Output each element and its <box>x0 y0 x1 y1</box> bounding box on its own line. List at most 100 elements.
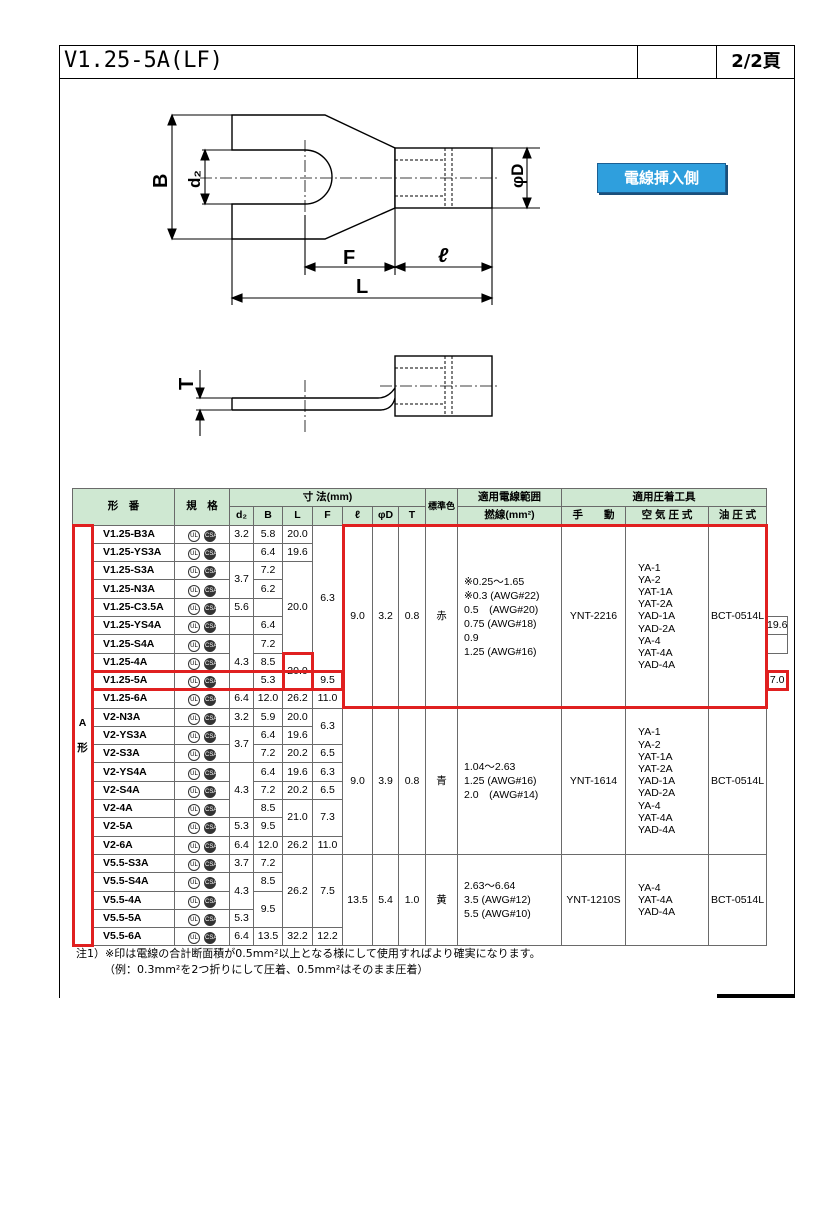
ul-mark-icon: UL <box>188 731 200 743</box>
d2-cell: 3.7 <box>229 853 254 874</box>
model-cell: V1.25-B3A <box>92 524 175 544</box>
d2-cell: 3.2 <box>229 524 254 544</box>
d2-cell: 3.7 <box>229 725 254 764</box>
csa-mark-icon: CSA <box>204 639 217 652</box>
pneumatic-tool-item: YAT-2A <box>638 598 673 611</box>
B-cell: 13.5 <box>253 927 283 947</box>
pneumatic-tool-item: YA-4 <box>638 634 661 647</box>
model-cell: V1.25-C3.5A <box>92 597 175 618</box>
B-cell: 9.5 <box>253 817 283 837</box>
terminal-drawing: B d₂ φD F ℓ L T <box>150 113 540 436</box>
standard-icons: UL CSA <box>174 890 230 910</box>
L-cell: 19.6 <box>765 616 789 636</box>
model-cell: V2-4A <box>92 799 175 819</box>
col-std-color: 標準色 <box>425 488 458 526</box>
ul-mark-icon: UL <box>188 895 200 908</box>
col-B: B <box>253 506 283 526</box>
model-cell: V1.25-6A <box>92 689 175 709</box>
col-tools: 適用圧着工具 <box>561 487 767 508</box>
model-cell: V5.5-5A <box>92 908 175 929</box>
col-L: L <box>282 506 313 526</box>
csa-mark-icon: CSA <box>204 932 217 945</box>
csa-mark-icon: CSA <box>204 804 217 817</box>
pneumatic-tool-item: YAT-4A <box>638 894 673 907</box>
dim-T-label: T <box>176 378 198 390</box>
wire-range-line: ※0.25～1.65 <box>464 575 525 588</box>
model-cell: V1.25-5A <box>92 670 175 691</box>
manual-tool: YNT-1614 <box>561 707 626 855</box>
csa-mark-icon: CSA <box>204 694 217 707</box>
ul-mark-icon: UL <box>188 548 200 561</box>
model-cell: V1.25-S3A <box>92 561 175 581</box>
col-dims: 寸 法(mm) <box>229 487 426 508</box>
ul-mark-icon: UL <box>188 602 200 615</box>
col-wire-range: 適用電線範囲 <box>457 487 562 508</box>
L-cell: 26.2 <box>282 835 313 855</box>
wire-range-line: 2.63～6.64 <box>464 880 516 893</box>
F-cell: 11.0 <box>312 689 343 709</box>
model-cell: V5.5-6A <box>92 927 175 947</box>
standard-icons: UL CSA <box>174 652 230 672</box>
group-phiD: 3.2 <box>372 524 399 709</box>
group-T: 1.0 <box>398 853 426 947</box>
wire-range-line: 0.9 <box>464 631 479 644</box>
ul-mark-icon: UL <box>188 584 200 597</box>
d2-cell: 5.3 <box>229 817 254 837</box>
pneumatic-tool-item: YAT-4A <box>638 647 673 660</box>
d2-cell: 4.3 <box>229 872 254 910</box>
ul-mark-icon: UL <box>188 657 200 670</box>
ul-mark-icon: UL <box>188 913 200 926</box>
L-cell: 32.2 <box>282 927 313 947</box>
pneumatic-tool-item: YA-1 <box>638 726 661 739</box>
model-cell: V5.5-4A <box>92 890 175 910</box>
col-standard: 規 格 <box>174 488 230 526</box>
ul-mark-icon: UL <box>188 566 200 579</box>
B-cell: 6.4 <box>253 762 283 782</box>
B-cell: 6.4 <box>253 542 283 563</box>
title-empty-cell <box>637 46 717 78</box>
dim-phiD-label: φD <box>508 164 527 188</box>
pneumatic-tool-item: YAT-2A <box>638 762 673 775</box>
product-title: V1.25-5A(LF) <box>64 48 223 73</box>
L-cell: 20.2 <box>282 780 313 801</box>
col-stranded: 撚線(mm²) <box>457 506 562 526</box>
ul-mark-icon: UL <box>188 767 200 780</box>
model-cell: V2-S4A <box>92 780 175 801</box>
pneumatic-tool-item: YAD-2A <box>638 622 676 635</box>
L-cell: 20.2 <box>282 744 313 764</box>
fork-outline <box>231 114 396 240</box>
B-cell: 7.2 <box>253 744 283 764</box>
F-cell: 7.0 <box>765 670 789 691</box>
L-cell: 19.6 <box>282 542 313 563</box>
csa-mark-icon: CSA <box>204 657 217 670</box>
d2-cell <box>229 616 254 636</box>
L-cell: 26.2 <box>282 853 313 929</box>
L-cell: 20.0 <box>282 652 313 691</box>
csa-mark-icon: CSA <box>204 895 217 908</box>
ul-mark-icon: UL <box>188 877 200 890</box>
B-cell: 6.2 <box>253 579 283 599</box>
group-phiD: 3.9 <box>372 707 399 855</box>
F-cell: 11.0 <box>312 835 343 855</box>
drawing-sheet: V1.25-5A(LF) 2/2頁 <box>59 45 795 998</box>
ul-mark-icon: UL <box>188 804 200 817</box>
B-cell: 7.2 <box>253 634 283 654</box>
B-cell: 9.5 <box>253 890 283 929</box>
dim-L-label: L <box>356 276 368 298</box>
B-cell: 8.5 <box>253 652 283 672</box>
